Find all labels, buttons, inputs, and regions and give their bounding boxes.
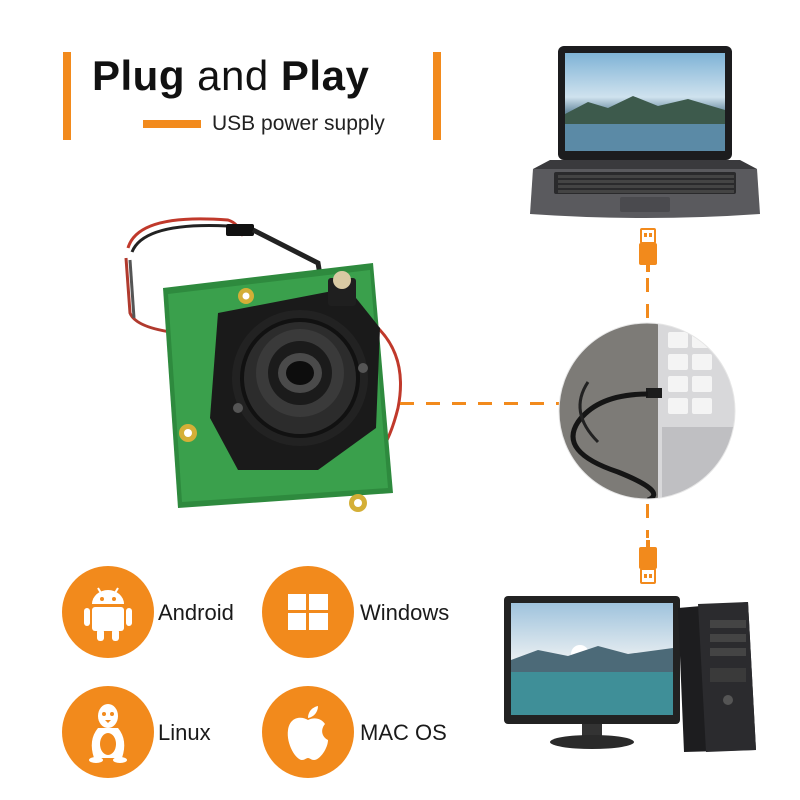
connector-line-horizontal (400, 402, 566, 405)
usb-cable-photo (558, 322, 736, 500)
usb-plug-icon-bottom (639, 540, 657, 584)
mac-badge (262, 686, 354, 778)
connector-line-lower (646, 478, 649, 538)
os-label-windows: Windows (360, 600, 450, 625)
laptop-image (530, 46, 760, 218)
android-badge (62, 566, 154, 658)
title-word-and: and (197, 52, 269, 99)
windows-badge (262, 566, 354, 658)
windows-icon (288, 594, 328, 630)
page-title: Plug and Play (92, 52, 369, 100)
header-left-bar (63, 52, 71, 140)
os-label-android: Android (158, 600, 234, 625)
title-word-play: Play (280, 52, 370, 99)
subtitle-dash (143, 120, 201, 128)
linux-badge (62, 686, 154, 778)
os-label-linux: Linux (158, 720, 211, 745)
connector-line-upper (646, 278, 649, 338)
page-subtitle: USB power supply (212, 112, 385, 135)
linux-icon (89, 704, 127, 763)
desktop-computer-image (504, 596, 756, 752)
camera-module-image (124, 217, 402, 512)
usb-plug-icon-top (639, 228, 657, 272)
header-right-bar (433, 52, 441, 140)
android-icon (84, 587, 132, 641)
apple-icon (287, 706, 328, 760)
title-word-plug: Plug (92, 52, 185, 99)
os-label-macos: MAC OS (360, 720, 447, 745)
